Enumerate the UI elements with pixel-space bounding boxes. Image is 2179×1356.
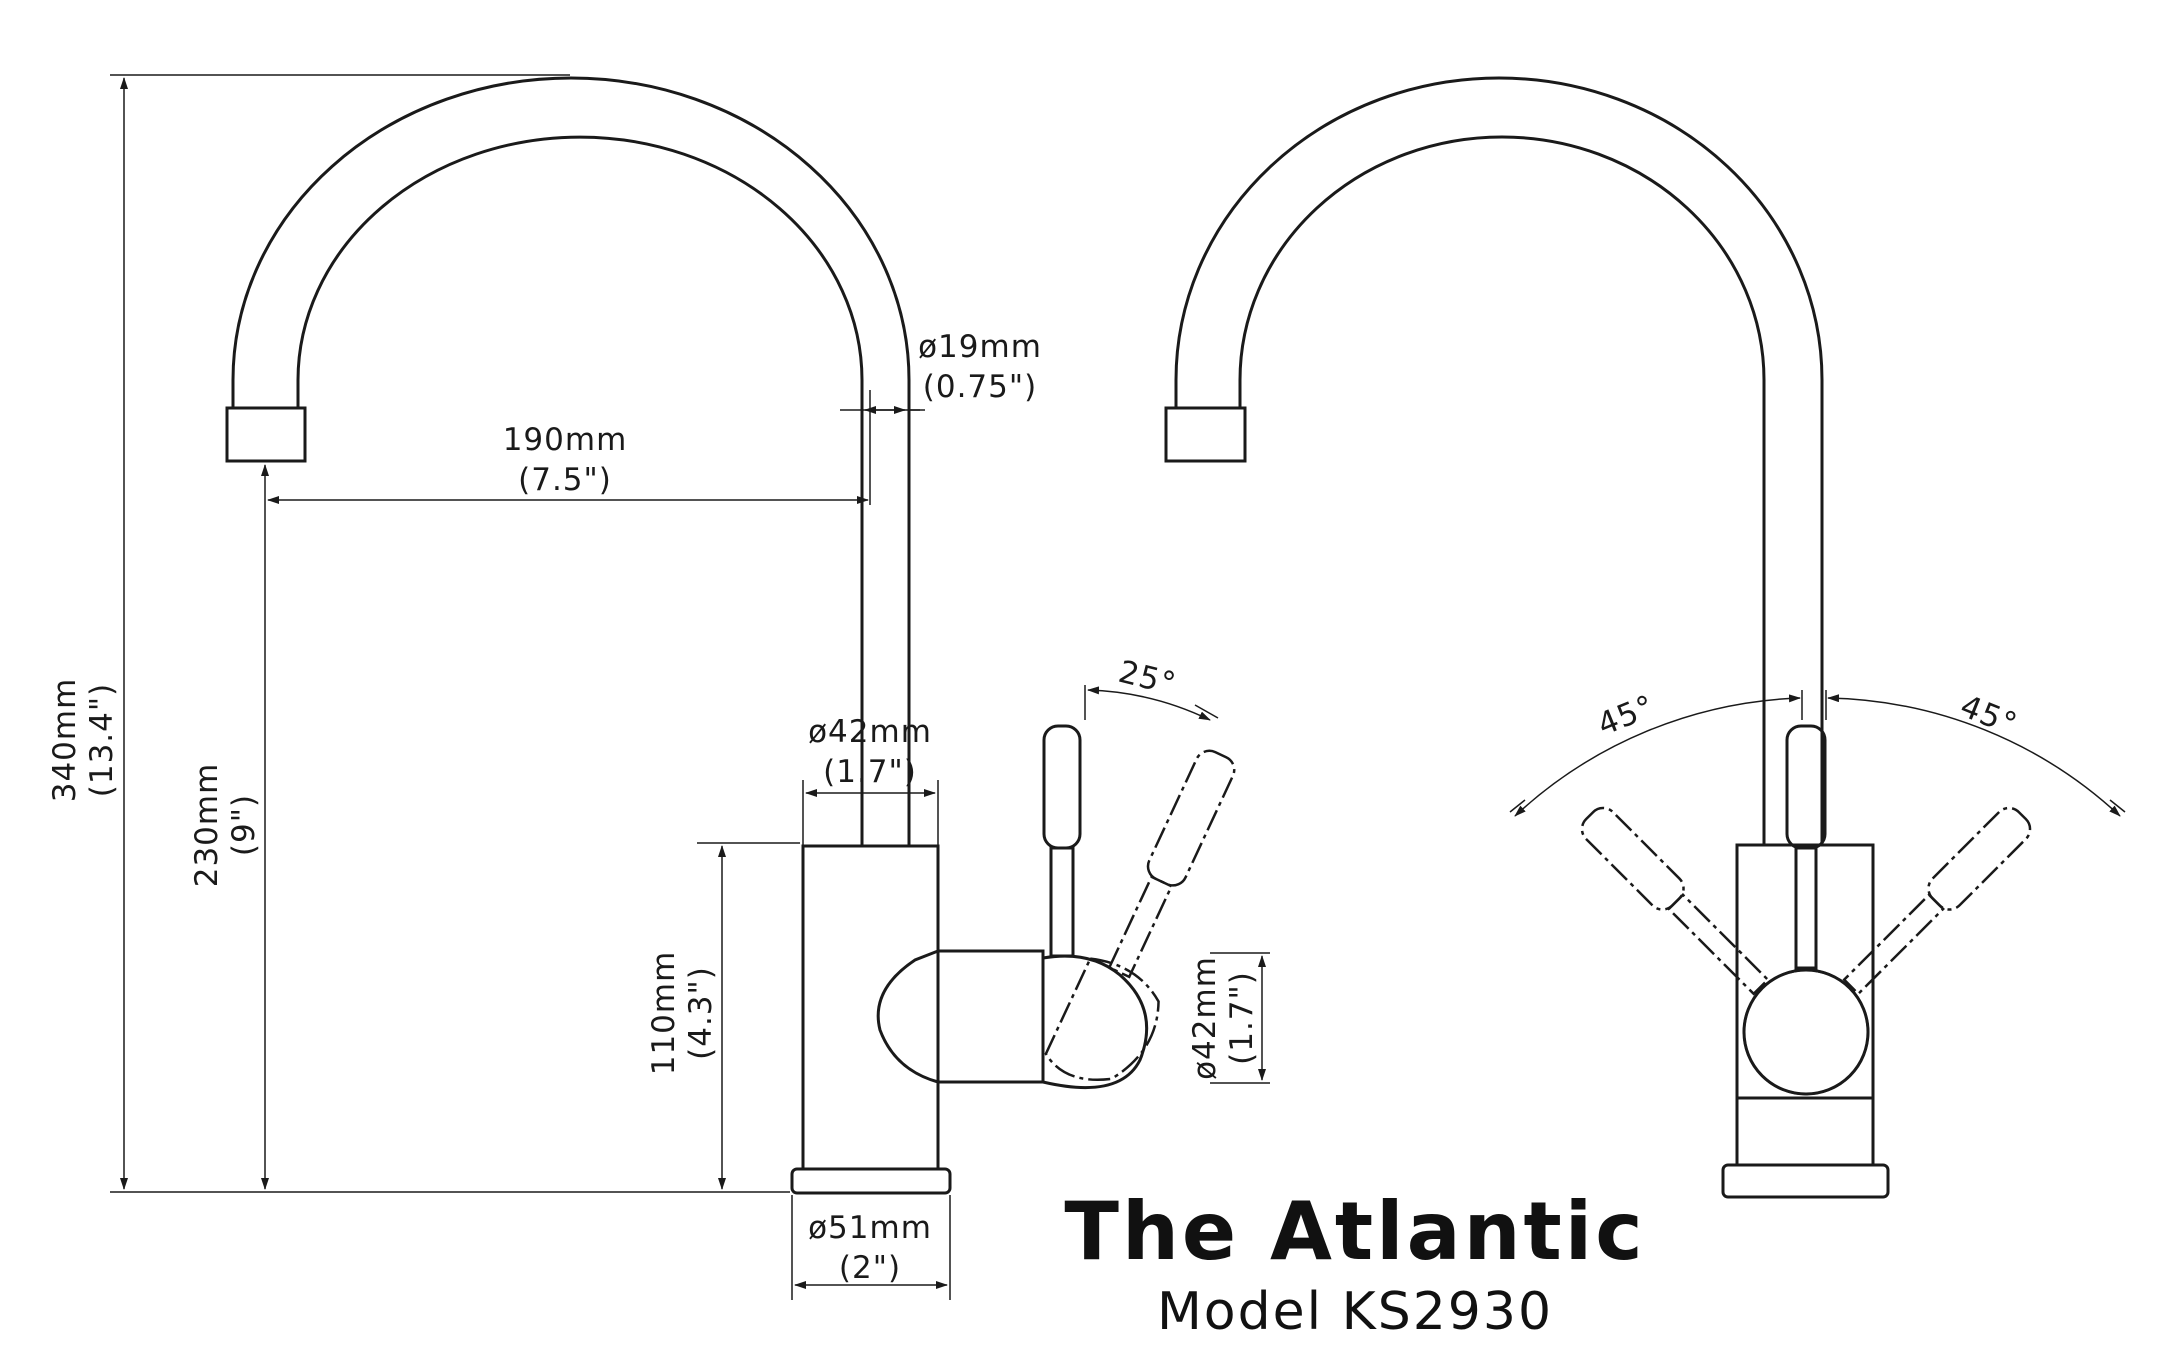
front-view xyxy=(1164,76,2032,1199)
front-handle-grip xyxy=(1785,724,1827,850)
front-spout-inner xyxy=(1238,135,1766,845)
dim-overall-height-imperial: (13.4") xyxy=(84,683,120,797)
dimension-lines xyxy=(110,74,2126,1300)
dim-base-diameter-metric: ø51mm xyxy=(808,1210,932,1246)
dim-rotation-right-angle: 45° xyxy=(1955,688,2022,743)
spout-inner-arc xyxy=(296,135,864,846)
front-body xyxy=(1735,843,1875,1167)
front-handle-stem xyxy=(1794,846,1818,970)
dim-body-diameter-metric: ø42mm xyxy=(808,714,932,750)
model-number: Model KS2930 xyxy=(1156,1282,1554,1342)
dim-body-height-metric: 110mm xyxy=(646,951,682,1076)
front-handle-left xyxy=(1580,806,1870,1096)
base-plate xyxy=(790,1167,952,1195)
handle-cap xyxy=(1042,954,1149,1090)
front-base-plate xyxy=(1721,1163,1890,1199)
front-aerator xyxy=(1164,406,1247,463)
side-hub xyxy=(876,949,1045,1084)
dim-spout-diameter-imperial: (0.75") xyxy=(923,369,1037,405)
dim-hub-diameter-metric: ø42mm xyxy=(1187,956,1223,1080)
dim-spout-reach-metric: 190mm xyxy=(503,422,628,458)
dim-spout-reach-imperial: (7.5") xyxy=(518,462,612,498)
aerator xyxy=(225,406,307,463)
dimension-labels: 340mm (13.4") 230mm (9") 110mm (4.3") 19… xyxy=(47,329,2022,1286)
dim-body-height-imperial: (4.3") xyxy=(683,966,719,1060)
front-spout-outer xyxy=(1174,76,1824,845)
handle-upright-grip xyxy=(1042,724,1082,850)
handle-tilted xyxy=(1044,749,1236,1081)
dim-base-diameter-imperial: (2") xyxy=(839,1250,901,1286)
handle-upright-stem xyxy=(1049,846,1075,958)
dim-handle-tilt-angle: 25° xyxy=(1115,654,1180,703)
dim-hub-diameter-imperial: (1.7") xyxy=(1224,971,1260,1065)
dim-spout-height-imperial: (9") xyxy=(226,794,262,856)
dim-rotation-left-angle: 45° xyxy=(1593,688,1660,743)
front-handle-right xyxy=(1742,806,2032,1096)
dim-overall-height-metric: 340mm xyxy=(47,678,83,803)
dim-body-diameter-imperial: (1.7") xyxy=(823,754,917,790)
dim-spout-height-metric: 230mm xyxy=(189,763,225,888)
side-view xyxy=(225,76,1236,1195)
product-title: The Atlantic xyxy=(1064,1185,1646,1278)
spout-outer-arc xyxy=(231,76,911,846)
dim-spout-diameter-metric: ø19mm xyxy=(918,329,1042,365)
body xyxy=(801,844,940,1171)
